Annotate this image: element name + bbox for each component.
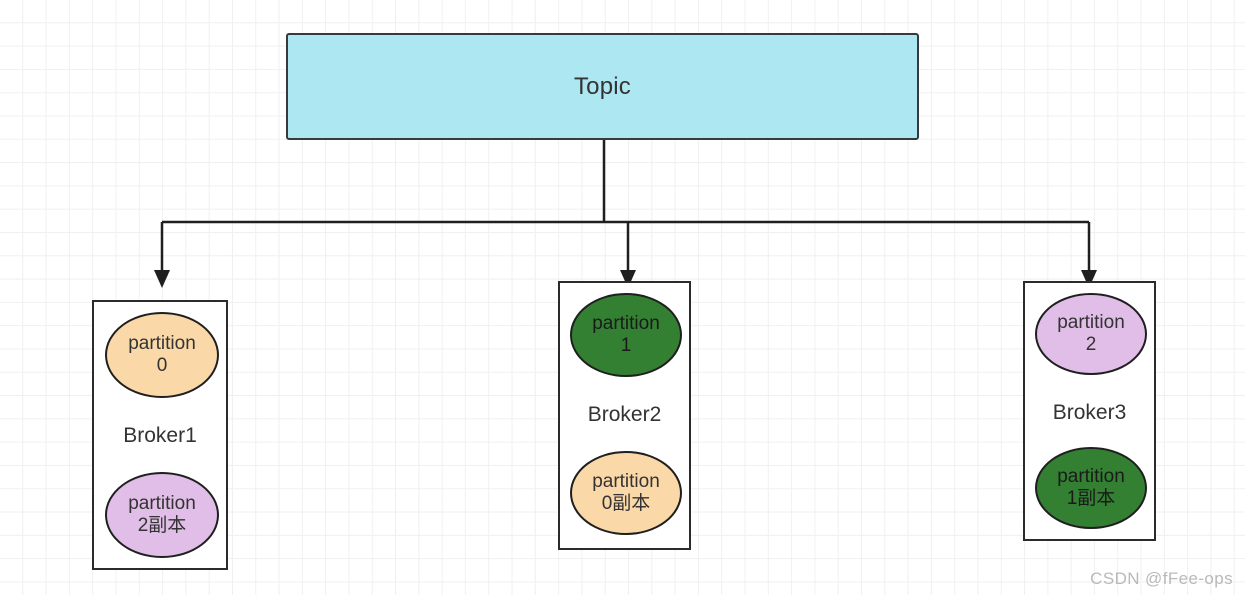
partition-node-broker1-top[interactable]: partition 0: [105, 312, 219, 398]
partition-label-line1: partition: [592, 470, 660, 492]
broker-name-2: Broker2: [587, 403, 662, 426]
topic-label: Topic: [573, 72, 632, 100]
partition-node-broker2-top[interactable]: partition 1: [570, 293, 682, 377]
partition-label-line2: 2副本: [137, 515, 187, 536]
partition-label-line1: partition: [128, 332, 196, 354]
broker-box-3[interactable]: partition 2 Broker3 partition 1副本: [1023, 281, 1156, 541]
partition-label-line1: partition: [592, 312, 660, 334]
arrowhead-broker1: [154, 270, 170, 288]
partition-label-line1: partition: [1057, 311, 1125, 333]
partition-label-line1: partition: [1057, 465, 1125, 487]
broker-box-1[interactable]: partition 0 Broker1 partition 2副本: [92, 300, 228, 570]
partition-label-line2: 2: [1085, 334, 1097, 355]
broker-name-3: Broker3: [1052, 401, 1127, 424]
watermark: CSDN @fFee-ops: [1090, 569, 1233, 588]
partition-label-line2: 1: [620, 335, 632, 356]
partition-label-line1: partition: [128, 492, 196, 514]
partition-label-line2: 0: [156, 355, 168, 376]
topic-node[interactable]: Topic: [286, 33, 919, 140]
partition-label-line2: 1副本: [1066, 488, 1116, 509]
partition-node-broker1-bottom[interactable]: partition 2副本: [105, 472, 219, 558]
partition-node-broker3-top[interactable]: partition 2: [1035, 293, 1147, 375]
broker-name-1: Broker1: [123, 424, 197, 447]
partition-label-line2: 0副本: [601, 493, 651, 514]
partition-node-broker2-bottom[interactable]: partition 0副本: [570, 451, 682, 535]
partition-node-broker3-bottom[interactable]: partition 1副本: [1035, 447, 1147, 529]
broker-box-2[interactable]: partition 1 Broker2 partition 0副本: [558, 281, 691, 550]
